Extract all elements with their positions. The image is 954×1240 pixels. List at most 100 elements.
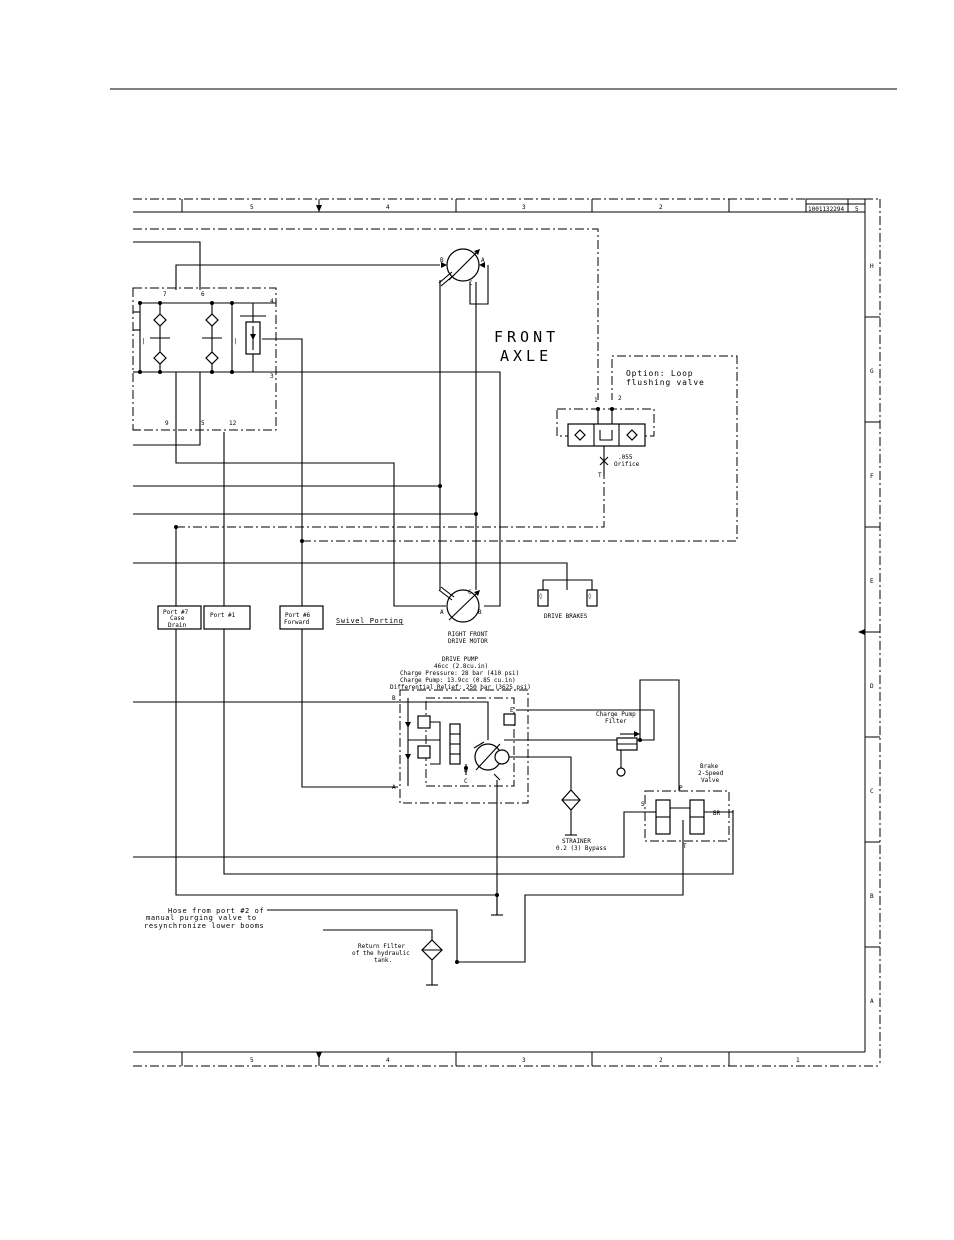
svg-text:2: 2: [659, 1057, 663, 1064]
svg-text:5: 5: [250, 1057, 254, 1064]
front-axle-label: FRONT AXLE: [494, 328, 559, 365]
loop-flushing-valve: 1 2 T: [556, 395, 655, 479]
svg-text:Charge Pump: 13.9cc (0.85 cu.i: Charge Pump: 13.9cc (0.85 cu.in): [400, 677, 516, 684]
svg-text:flushing valve: flushing valve: [626, 378, 705, 387]
svg-text:2-Speed: 2-Speed: [698, 770, 724, 777]
svg-text:B: B: [478, 609, 482, 616]
svg-text:Charge Pump: Charge Pump: [596, 711, 636, 718]
svg-text:Option: Loop: Option: Loop: [626, 369, 693, 378]
svg-text:T: T: [598, 472, 602, 479]
purging-hose-label: Hose from port #2 of manual purging valv…: [144, 907, 264, 930]
port-1-box: Port #1: [203, 605, 251, 630]
svg-text:P: P: [679, 785, 683, 792]
svg-text:AXLE: AXLE: [500, 347, 552, 365]
drawing-frame: [133, 198, 881, 1067]
svg-text:Charge Pressure: 28 bar (410 p: Charge Pressure: 28 bar (410 psi): [400, 670, 519, 677]
svg-text:B: B: [440, 257, 444, 264]
svg-text:STRAINER: STRAINER: [562, 838, 591, 845]
svg-text:0.2 (3) Bypass: 0.2 (3) Bypass: [556, 845, 607, 852]
svg-text:F: F: [870, 473, 874, 480]
port-6-forward-box: Port #6 Forward: [279, 605, 324, 630]
svg-text:4: 4: [270, 298, 274, 305]
svg-text:E: E: [870, 578, 874, 585]
svg-text:Port #6: Port #6: [285, 612, 311, 619]
svg-text:4: 4: [386, 204, 390, 211]
svg-text:E: E: [510, 707, 514, 714]
svg-text:Orifice: Orifice: [614, 461, 640, 468]
svg-text:5: 5: [201, 420, 205, 427]
drive-pump-spec-label: DRIVE PUMP 46cc (2.8cu.in) Charge Pressu…: [390, 656, 531, 691]
zone-column-labels: 5 4 3 2 5 4 3 2 1: [250, 204, 800, 1064]
drive-pump-assembly: B A B C E: [392, 689, 529, 804]
svg-text:Drain: Drain: [168, 622, 186, 629]
svg-text:9: 9: [165, 420, 169, 427]
charge-pump-filter-label: Charge Pump Filter: [596, 711, 636, 725]
svg-text:BR: BR: [713, 810, 721, 817]
zone-row-labels: H G F E D C B A: [870, 263, 874, 1005]
svg-text:G: G: [870, 368, 874, 375]
svg-text:7: 7: [163, 291, 167, 298]
svg-text:manual purging valve to: manual purging valve to: [146, 914, 257, 922]
svg-text:C: C: [870, 788, 874, 795]
brake-2-speed-valve: S P T BR: [641, 785, 733, 850]
svg-text:B: B: [870, 893, 874, 900]
svg-text:◊: ◊: [588, 593, 592, 600]
svg-text:2: 2: [659, 204, 663, 211]
return-filter: [421, 939, 443, 961]
strainer: [561, 789, 581, 811]
strainer-label: STRAINER 0.2 (3) Bypass: [556, 838, 607, 852]
svg-text:4: 4: [386, 1057, 390, 1064]
svg-text:46cc (2.8cu.in): 46cc (2.8cu.in): [434, 663, 488, 670]
svg-text:resynchronize lower booms: resynchronize lower booms: [144, 922, 264, 930]
svg-text:Hose from port #2 of: Hose from port #2 of: [168, 907, 264, 915]
svg-text:1: 1: [594, 397, 598, 404]
svg-text:2: 2: [618, 395, 622, 402]
svg-text:6: 6: [201, 291, 205, 298]
charge-pump-filter: [616, 731, 640, 777]
sheet-id: 1001132294: [808, 206, 845, 213]
orifice-label: .055 Orifice: [614, 454, 640, 468]
svg-text:1: 1: [796, 1057, 800, 1064]
svg-text:of the hydraulic: of the hydraulic: [352, 950, 410, 957]
svg-text:D: D: [870, 683, 874, 690]
svg-text:Return Filter: Return Filter: [358, 943, 405, 950]
svg-text:Port #7: Port #7: [163, 609, 189, 616]
svg-text:RIGHT FRONT: RIGHT FRONT: [448, 631, 488, 638]
svg-text:C: C: [464, 778, 468, 785]
svg-text:A: A: [392, 784, 396, 791]
svg-text:A: A: [440, 609, 444, 616]
front-left-drive-motor: B A C: [438, 248, 485, 287]
svg-text:3: 3: [270, 373, 274, 380]
svg-text:FRONT: FRONT: [494, 328, 559, 346]
svg-text:12: 12: [229, 420, 237, 427]
svg-text:T: T: [683, 843, 687, 850]
svg-text:S: S: [641, 801, 645, 808]
right-front-drive-motor: A B C: [438, 586, 482, 623]
svg-text:.055: .055: [618, 454, 633, 461]
swivel-porting-label: Swivel Porting: [336, 617, 403, 625]
svg-text:B: B: [392, 695, 396, 702]
svg-text:3: 3: [522, 1057, 526, 1064]
svg-text:H: H: [870, 263, 874, 270]
svg-text:3: 3: [522, 204, 526, 211]
svg-text:Differential Relief: 250 bar (: Differential Relief: 250 bar (3625 psi): [390, 684, 531, 691]
svg-text:◊: ◊: [539, 593, 543, 600]
loop-flushing-label: Option: Loop flushing valve: [626, 369, 705, 387]
svg-text:A: A: [481, 257, 485, 264]
sheet-rev: 5: [855, 206, 859, 213]
title-block: 1001132294 5: [805, 198, 866, 213]
return-filter-label: Return Filter of the hydraulic tank.: [352, 943, 410, 964]
svg-text:Valve: Valve: [701, 777, 719, 784]
svg-text:C: C: [468, 589, 472, 596]
right-front-motor-label: RIGHT FRONT DRIVE MOTOR: [448, 631, 488, 645]
swivel-block: || || 7 6 4 3 9 5 12: [132, 287, 277, 431]
drive-brakes: ◊ ◊: [537, 589, 598, 607]
svg-text:DRIVE MOTOR: DRIVE MOTOR: [448, 638, 488, 645]
svg-text:B: B: [464, 767, 468, 774]
svg-text:A: A: [870, 998, 874, 1005]
svg-text:||: ||: [230, 338, 237, 345]
svg-text:Case: Case: [170, 615, 185, 622]
svg-text:Forward: Forward: [284, 619, 310, 626]
svg-text:tank.: tank.: [374, 957, 392, 964]
